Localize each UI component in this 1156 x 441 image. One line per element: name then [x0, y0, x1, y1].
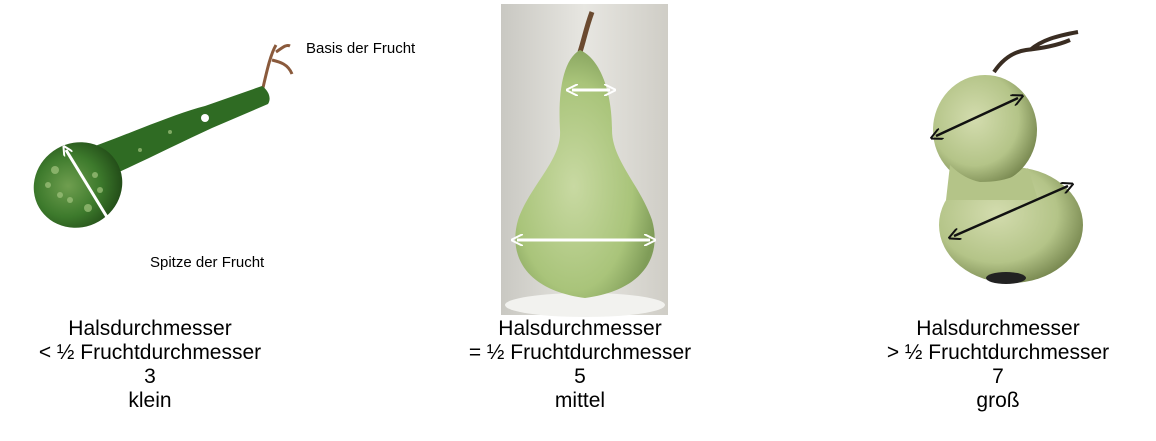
caption-line-ratio: > ½ Fruchtdurchmesser: [840, 341, 1156, 365]
label-fruit-tip: Spitze der Frucht: [150, 254, 264, 271]
caption-expression: mittel: [380, 389, 780, 413]
caption-note: 7: [840, 365, 1156, 389]
caption-line-ratio: < ½ Fruchtdurchmesser: [0, 341, 380, 365]
caption-expression: klein: [0, 389, 380, 413]
caption-line-neck: Halsdurchmesser: [840, 317, 1156, 341]
caption-line-neck: Halsdurchmesser: [380, 317, 780, 341]
caption-line-neck: Halsdurchmesser: [0, 317, 380, 341]
caption-line-ratio: = ½ Fruchtdurchmesser: [380, 341, 780, 365]
gourd-stem: [262, 45, 292, 92]
neck-break-mark: [201, 114, 209, 122]
caption-note: 3: [0, 365, 380, 389]
caption-expression: groß: [840, 389, 1156, 413]
gourd-large-illustration: [780, 0, 1156, 310]
panel-small: Basis der Frucht Spitze der Frucht Halsd…: [0, 0, 380, 441]
caption-note: 5: [380, 365, 780, 389]
caption-small: Halsdurchmesser < ½ Fruchtdurchmesser 3 …: [0, 317, 380, 413]
panel-large: Halsdurchmesser > ½ Fruchtdurchmesser 7 …: [780, 0, 1156, 441]
gourd-base-shadow: [986, 272, 1026, 284]
gourd-stem: [994, 32, 1078, 72]
panel-medium: Halsdurchmesser = ½ Fruchtdurchmesser 5 …: [380, 0, 780, 441]
gourd-medium-illustration: [380, 0, 780, 320]
caption-medium: Halsdurchmesser = ½ Fruchtdurchmesser 5 …: [380, 317, 780, 413]
caption-large: Halsdurchmesser > ½ Fruchtdurchmesser 7 …: [780, 317, 1156, 413]
